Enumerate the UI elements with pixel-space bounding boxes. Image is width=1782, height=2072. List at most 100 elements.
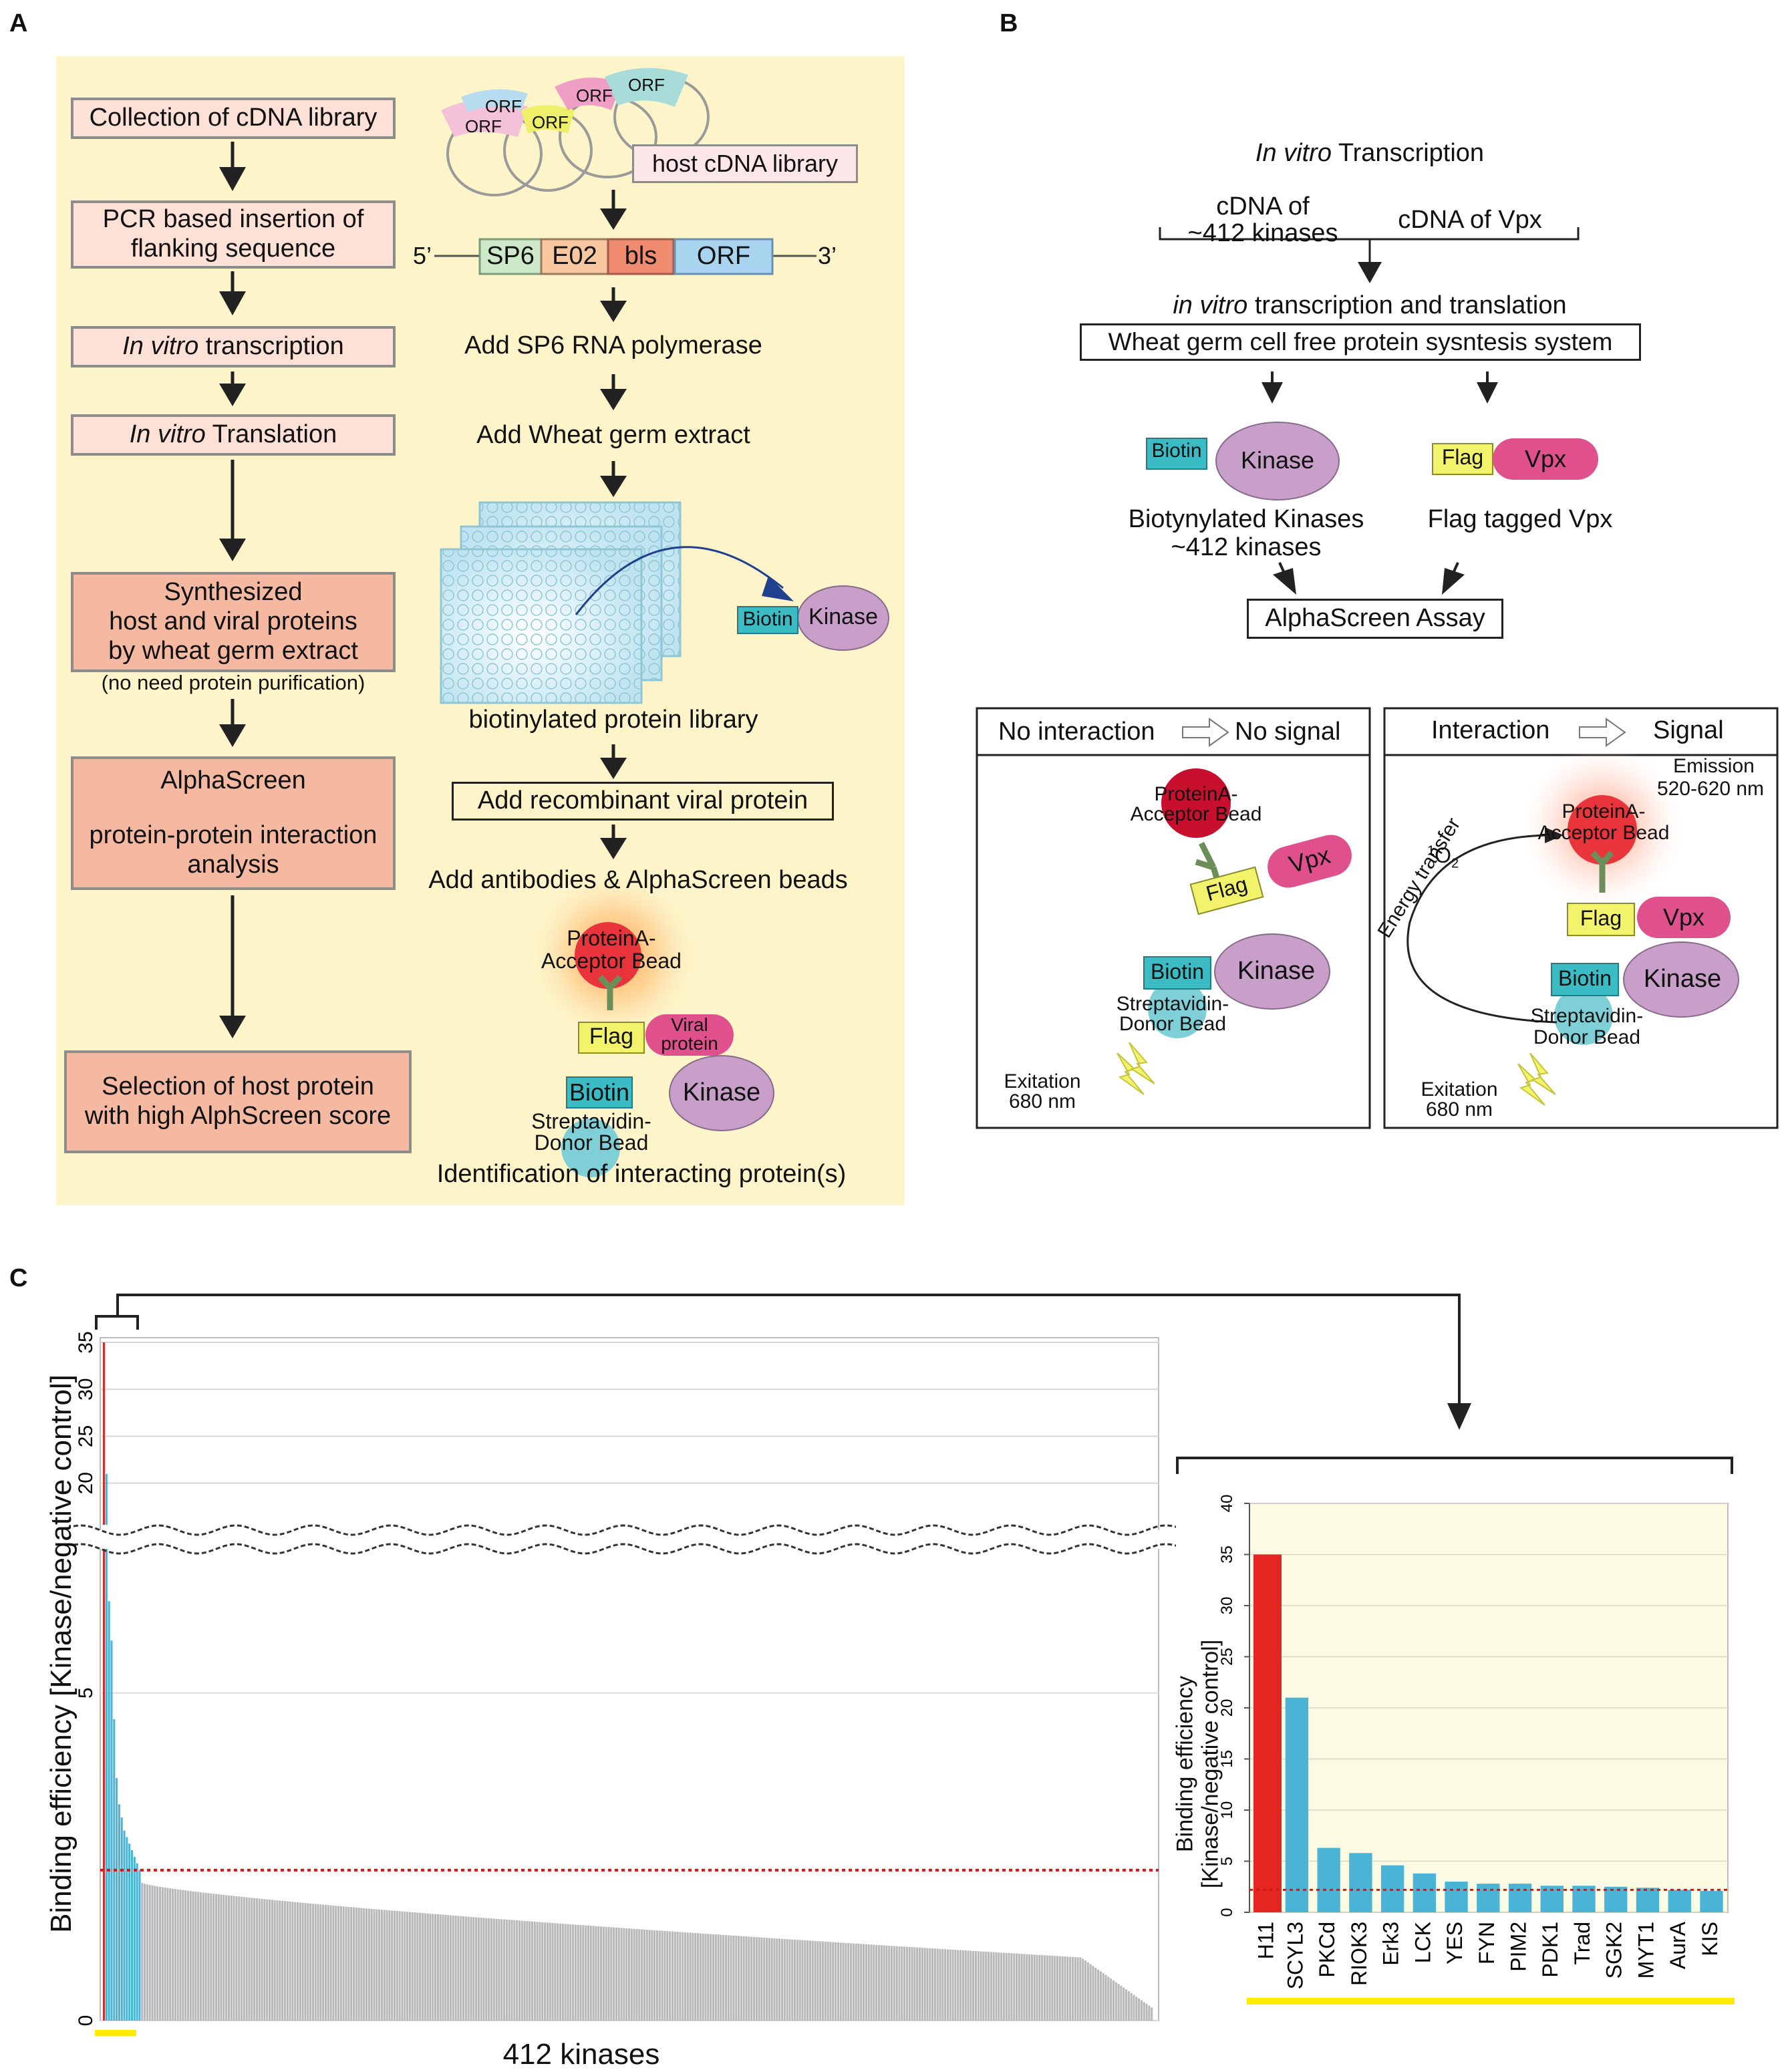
main-bar-hit-blue: [123, 1830, 126, 2021]
main-bar-other: [436, 1914, 439, 2021]
main-bar-other: [495, 1918, 498, 2021]
main-bar-other: [225, 1895, 228, 2021]
main-bar-other: [194, 1892, 197, 2021]
main-bar-other: [279, 1900, 281, 2021]
vpx-shape-b2: [1268, 835, 1352, 888]
interaction-label: Interaction: [1431, 716, 1550, 744]
orf-label-2: ORF: [465, 116, 502, 136]
flag-tag-b1: [1432, 443, 1493, 475]
main-bar-other: [651, 1930, 653, 2021]
main-bar-other: [641, 1929, 643, 2021]
main-bar-other: [214, 1894, 217, 2021]
main-bar-other: [380, 1910, 383, 2021]
main-bar-other: [699, 1933, 702, 2021]
biotin-tag-a1: [737, 606, 798, 634]
main-bar-other: [546, 1922, 549, 2021]
no-signal-label: No signal: [1235, 718, 1341, 746]
inset-category-label: FYN: [1475, 1922, 1499, 1964]
main-bar-other: [406, 1912, 409, 2021]
inset-ytick-label: 15: [1218, 1750, 1236, 1768]
flag-label-b3: Flag: [1580, 906, 1622, 930]
main-bar-other: [957, 1950, 959, 2021]
main-bar-other: [141, 1883, 144, 2021]
inset-category-label: PKCd: [1315, 1922, 1339, 1978]
main-bar-other: [367, 1908, 370, 2021]
inset-category-label: SGK2: [1602, 1922, 1626, 1978]
main-bar-other: [1043, 1955, 1046, 2021]
main-bar-other: [470, 1916, 472, 2021]
main-bar-other: [329, 1905, 332, 2021]
main-bar-other: [457, 1916, 460, 2021]
main-bar-other: [508, 1920, 510, 2021]
main-bar-other: [916, 1947, 919, 2021]
main-bar-other: [498, 1919, 500, 2021]
main-bar-other: [814, 1940, 816, 2021]
main-bar-other: [597, 1926, 600, 2021]
main-bar-other: [1030, 1954, 1033, 2021]
streptavidin-label-a-1: Streptavidin-: [531, 1109, 651, 1133]
main-bar-other: [255, 1898, 258, 2021]
main-bar-other: [151, 1885, 154, 2021]
main-bar-other: [523, 1920, 526, 2021]
main-bar-other: [322, 1904, 325, 2021]
main-bar-other: [592, 1926, 595, 2021]
main-bar-other: [766, 1938, 768, 2021]
main-bar-other: [357, 1908, 360, 2021]
main-bar-other: [806, 1940, 809, 2021]
main-bar-hit-blue: [126, 1837, 128, 2021]
main-bar-other: [857, 1944, 860, 2021]
inset-category-label: SCYL3: [1283, 1922, 1307, 1989]
main-bar-other: [679, 1932, 682, 2021]
main-bar-other: [516, 1920, 518, 2021]
main-bar-other: [1064, 1956, 1066, 2021]
inset-category-label: RIOK3: [1347, 1922, 1371, 1986]
main-bar-other: [827, 1942, 829, 2021]
main-bar-other: [752, 1936, 756, 2021]
panel-label-c: C: [9, 1264, 28, 1292]
main-bar-other: [251, 1898, 253, 2021]
main-bar-other: [697, 1933, 700, 2021]
alphascreen-assay-box: AlphaScreen Assay: [1247, 599, 1503, 639]
inset-bar-SCYL3: [1285, 1697, 1309, 1912]
wheat-germ-system-box: Wheat germ cell free protein sysntesis s…: [1080, 323, 1641, 361]
main-bar-other: [951, 1949, 954, 2021]
main-bar-other: [607, 1927, 610, 2021]
main-bar-other: [829, 1942, 832, 2021]
main-bar-other: [682, 1932, 684, 2021]
donor-bead-a: [561, 1119, 620, 1177]
main-bar-other: [773, 1938, 776, 2021]
main-bar-hit-blue: [118, 1804, 120, 2021]
streptavidin-label-b1-2: Donor Bead: [1119, 1013, 1227, 1035]
main-bar-other: [492, 1918, 495, 2021]
ivtt-title: in vitro transcription and translation: [1173, 291, 1567, 319]
main-bar-other: [821, 1941, 825, 2021]
main-bar-other: [931, 1948, 934, 2021]
main-bar-other: [837, 1942, 839, 2021]
main-bar-other: [613, 1927, 615, 2021]
main-bar-other: [913, 1947, 916, 2021]
main-bar-other: [176, 1889, 179, 2021]
main-bar-other: [895, 1946, 898, 2021]
main-bar-other: [717, 1934, 720, 2021]
antibody-b2: [1590, 851, 1614, 893]
main-bar-other: [345, 1906, 347, 2021]
main-bar-other: [987, 1952, 990, 2021]
main-bar-other: [238, 1896, 241, 2021]
kinase-shape-b3: [1623, 941, 1739, 1018]
inset-bar-H11: [1253, 1554, 1282, 1912]
main-bar-other: [1076, 1957, 1079, 2021]
main-bar-other: [332, 1905, 335, 2021]
main-bar-other: [419, 1912, 422, 2021]
main-bar-other: [992, 1952, 995, 2021]
inset-ytick-label: 40: [1218, 1495, 1236, 1513]
main-bar-other: [467, 1916, 470, 2021]
main-bar-other: [164, 1887, 166, 2021]
main-bar-other: [1066, 1956, 1069, 2021]
main-bar-other: [589, 1926, 592, 2021]
main-bar-other: [995, 1952, 998, 2021]
main-bar-other: [1082, 1958, 1084, 2021]
main-bar-other: [1140, 2000, 1143, 2021]
main-bar-other: [258, 1898, 261, 2021]
exitation-label-b2-1: Exitation: [1421, 1078, 1498, 1100]
biotin-tag-b2: [1143, 956, 1211, 990]
